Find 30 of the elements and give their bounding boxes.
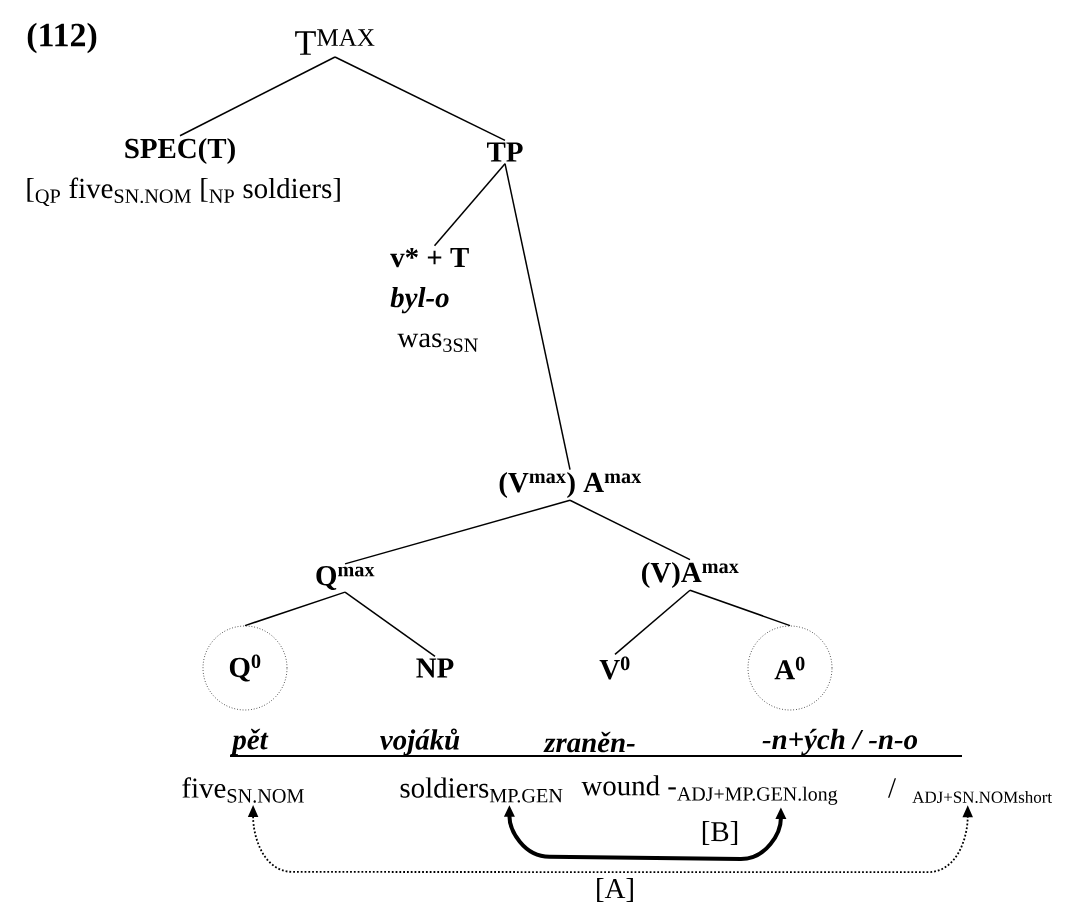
tree-node-label: NP xyxy=(416,658,454,678)
tree-node-label: V$^{0}$ xyxy=(599,656,630,680)
tree-node-label: SPEC(T) [$_{QP}$ five$_{SN.NOM}$ [$_{NP}$ soldiers] xyxy=(27,137,340,207)
edge-label: [B] xyxy=(699,820,741,846)
edge-label: [A] xyxy=(593,877,637,902)
slash: / xyxy=(888,778,896,798)
circled-node-label: A$^{0}$ xyxy=(747,625,833,711)
tree-node-label: TP xyxy=(487,142,523,162)
tree-node-label: ADJ+SN.NOMshort xyxy=(912,791,1052,803)
word-form: zraněn- xyxy=(543,731,635,753)
tree-node-label: Q$^{max}$ xyxy=(316,566,375,590)
tree-node-label: five$_{SN.NOM}$ xyxy=(182,777,304,803)
tree-branch xyxy=(344,499,571,565)
tree-node-label: v* + T byl-o was$_{3SN}$ xyxy=(390,247,478,353)
tree-branch xyxy=(504,162,571,471)
tree-branch xyxy=(569,499,691,561)
tree-branch xyxy=(689,589,791,627)
example-number: (112) xyxy=(27,22,97,54)
tree-branch xyxy=(614,589,691,656)
word-form: vojáků xyxy=(380,728,460,756)
tree-branch xyxy=(433,162,506,247)
tree-node-label: (V$^{max}$) A$^{max}$ xyxy=(499,471,642,499)
tree-branch xyxy=(344,591,436,658)
tree-node-label: T$^{MAX}$ xyxy=(295,29,375,55)
tree-branch xyxy=(334,56,506,142)
circled-node-label: Q$^{0}$ xyxy=(202,625,288,711)
tree-branch xyxy=(244,591,346,627)
tree-branch xyxy=(179,56,336,137)
tree-node-label: soldiers$_{MP.GEN}$ xyxy=(400,777,563,803)
tree-node-label: (V)A$^{max}$ xyxy=(642,561,739,589)
